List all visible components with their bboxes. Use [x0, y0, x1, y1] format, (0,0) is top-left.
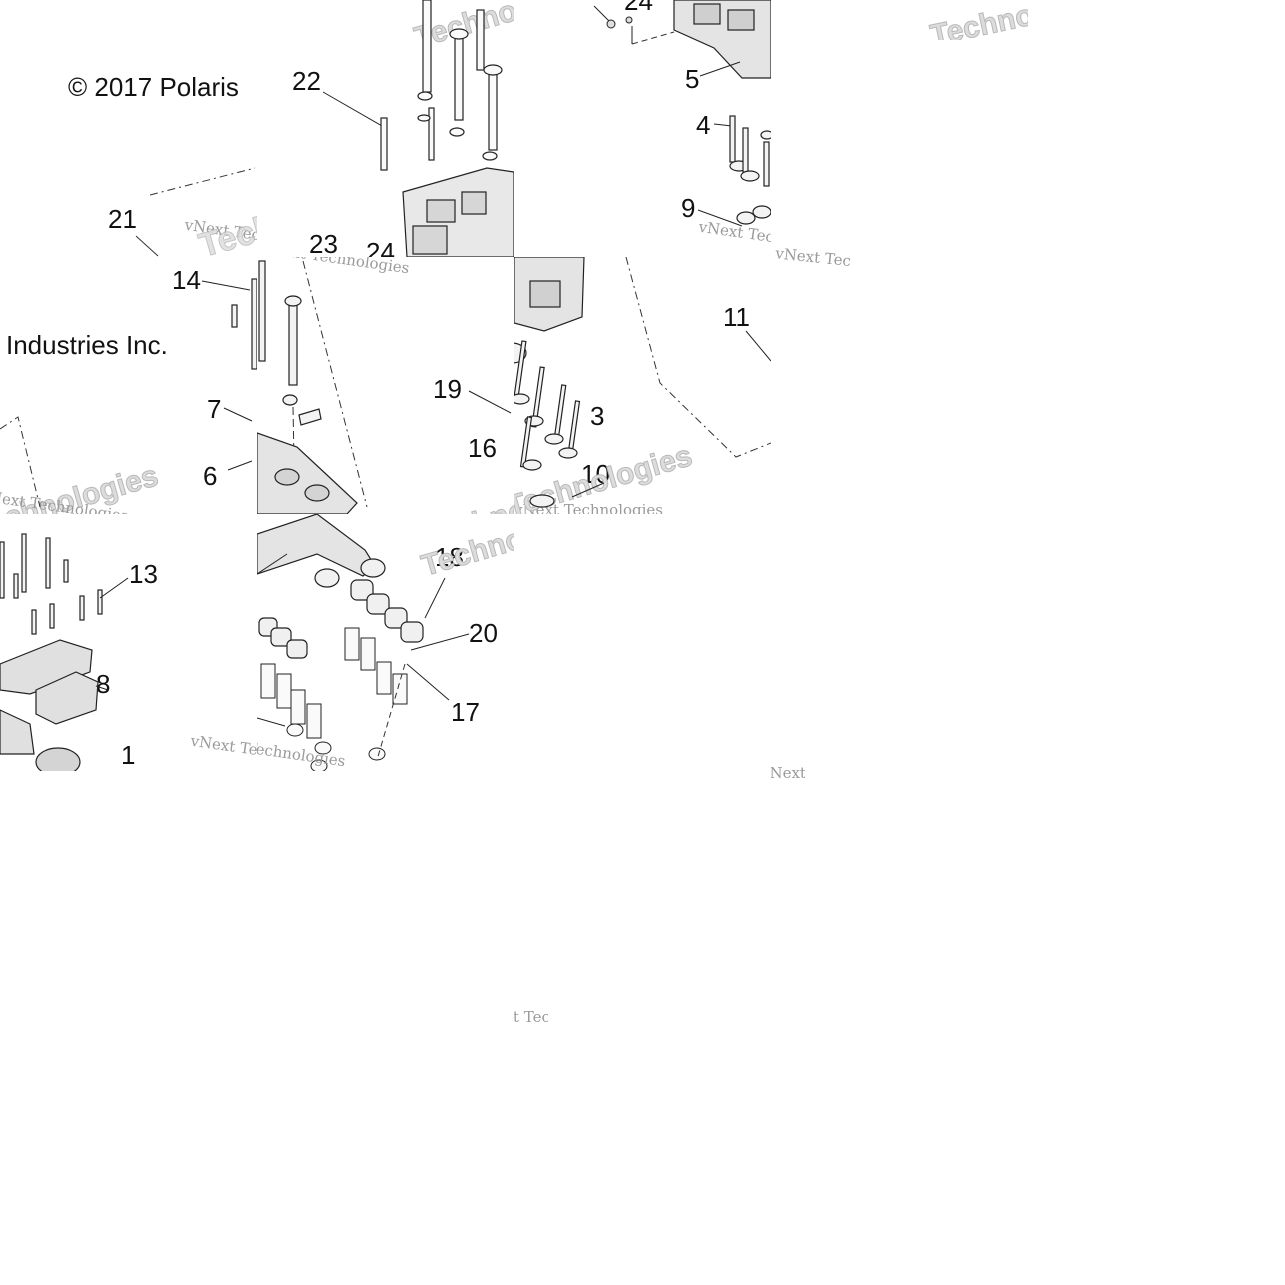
callout-19: 19 — [433, 374, 462, 404]
tile-middle-center: 19 16 vNext Technologies Technologies — [257, 257, 514, 514]
tile-top-far-right: Technologies — [771, 0, 1028, 40]
callout-10: 10 — [581, 459, 610, 489]
tile-middle-right: 2 3 10 11 vNext Technologies Technologie… — [514, 257, 771, 514]
callout-6: 6 — [203, 461, 218, 491]
tile-fragment: vNext Technologies — [771, 764, 805, 794]
cam-cap-bolts — [0, 533, 129, 771]
callout-7: 7 — [207, 394, 222, 424]
valve-parts — [514, 257, 771, 508]
callout-24: 24 — [366, 237, 395, 257]
callout-24: 24 — [624, 0, 653, 16]
tile-bottom-left: 13 8 1 vNext Technologies — [0, 514, 257, 771]
dashed-outline — [135, 167, 256, 257]
callout-20: 20 — [469, 618, 498, 648]
watermark-text: vNext Technologies — [514, 501, 664, 515]
valve-assembly — [593, 0, 771, 227]
callout-22: 22 — [292, 66, 321, 96]
tile-middle-left: Industries Inc. 14 7 6 Technologies vNex… — [0, 257, 257, 514]
callout-23: 23 — [309, 229, 338, 257]
tile-top-left: © 2017 Polaris 21 vNext Technologies Tec… — [0, 0, 257, 257]
valve-spring-assembly — [257, 514, 470, 771]
callout-5: 5 — [685, 64, 700, 94]
callout-14: 14 — [172, 265, 201, 295]
tile-top-right: 24 5 4 9 vNext Technologies — [514, 0, 771, 257]
callout-4: 4 — [696, 110, 711, 140]
callout-9: 9 — [681, 193, 696, 223]
callout-3: 3 — [590, 401, 605, 431]
watermark-text: vNext Technologies — [514, 1008, 548, 1026]
callout-17: 17 — [451, 697, 480, 727]
watermark-text: vNext Technologies — [774, 244, 851, 276]
watermark-text: Technologies — [927, 0, 1028, 40]
callout-18: 18 — [435, 542, 464, 572]
copyright-text: © 2017 Polaris — [68, 72, 239, 102]
watermark-text: vNext Technologies — [771, 764, 805, 782]
tile-strip: vNext Technologies — [771, 240, 851, 276]
copyright-text: Industries Inc. — [6, 330, 168, 360]
callout-13: 13 — [129, 559, 158, 589]
callout-1: 1 — [121, 740, 136, 770]
tile-fragment: vNext Technologies — [514, 980, 548, 1030]
callout-21: 21 — [108, 204, 137, 234]
tile-bottom-center: 18 20 17 Technologies — [257, 514, 514, 771]
cylinder-head-bolts — [322, 0, 514, 257]
callout-16: 16 — [468, 433, 497, 463]
callout-11: 11 — [723, 302, 750, 332]
tile-top-middle: 22 23 24 Technologies — [257, 0, 514, 257]
camshaft-assembly — [257, 260, 512, 514]
bolt-parts — [0, 278, 257, 508]
callout-8: 8 — [96, 669, 111, 699]
